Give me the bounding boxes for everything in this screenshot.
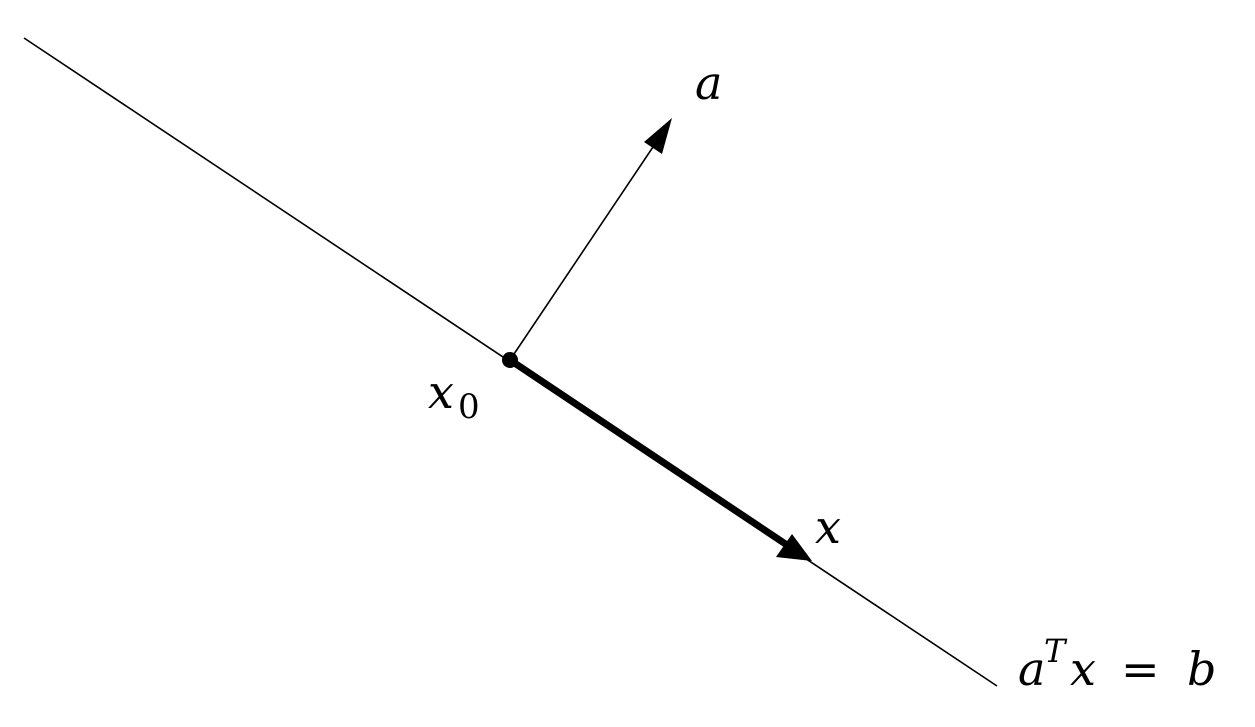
equation-b: b (1187, 642, 1216, 696)
point-label: x (815, 500, 841, 554)
equation-x: x (1070, 642, 1096, 696)
displacement-vector-arrowhead (776, 534, 812, 561)
equation-a: a (1018, 642, 1045, 696)
normal-vector-arrowhead (644, 118, 672, 154)
base-point-subscript: 0 (458, 387, 480, 427)
equation-equals: = (1121, 642, 1160, 696)
base-point-label: x (428, 365, 454, 419)
equation-transpose-superscript: T (1044, 632, 1068, 670)
base-point-dot (502, 352, 518, 368)
hyperplane-equation-label: a T x = b (1018, 632, 1216, 696)
displacement-vector-shaft (506, 356, 794, 551)
normal-vector-label: a (695, 56, 722, 110)
normal-vector-shaft (509, 143, 656, 361)
